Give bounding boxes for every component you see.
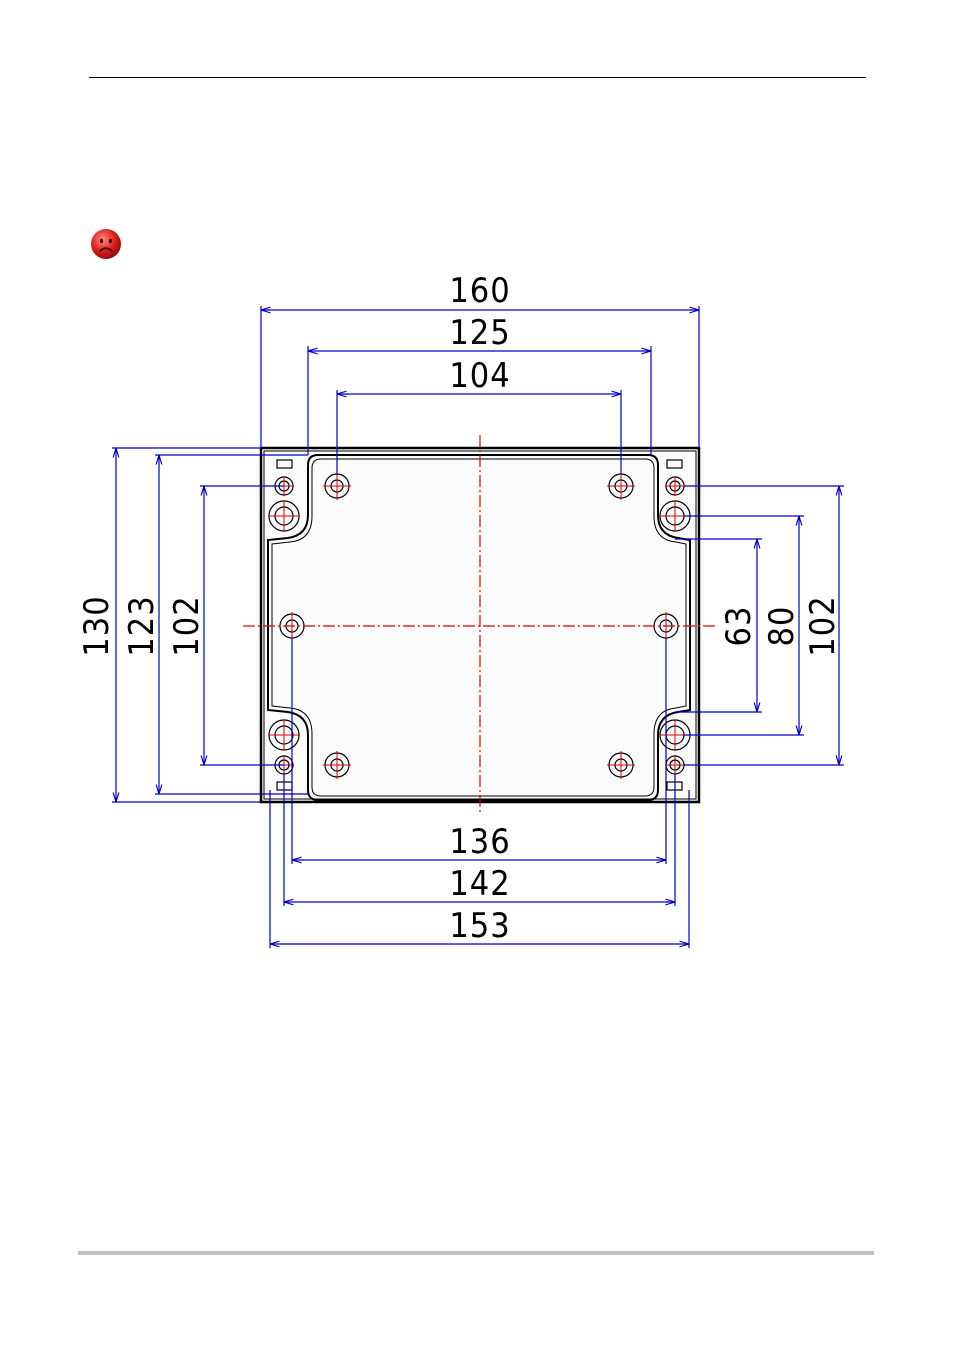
sad-face-icon [90,228,122,260]
dim-top-3: 104 [449,356,510,396]
dim-right-2: 80 [762,606,802,647]
dim-left-1: 130 [78,595,117,656]
footer-rule [78,1251,874,1255]
dim-right-1: 63 [719,606,759,647]
dim-top-1: 160 [449,271,510,311]
dim-bottom-3: 153 [449,906,510,946]
header-rule [89,77,866,78]
dim-bottom-2: 142 [449,864,510,904]
dim-left-2: 123 [122,595,162,656]
dim-bottom-1: 136 [449,822,510,862]
dim-left-3: 102 [167,595,207,656]
dim-top-2: 125 [449,313,510,353]
dim-right-3: 102 [803,595,843,656]
enclosure-dimension-drawing: 160 125 104 136 142 153 130 123 102 63 8… [78,270,848,950]
